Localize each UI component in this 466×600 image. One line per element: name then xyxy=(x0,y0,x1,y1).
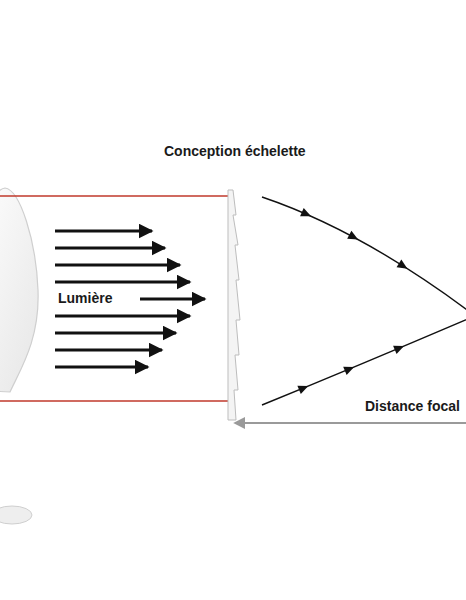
light-ray xyxy=(262,197,466,312)
ray-arrowheads xyxy=(297,208,409,394)
ray-arrowhead xyxy=(343,363,356,375)
light-arrows xyxy=(55,231,205,367)
ray-arrowhead xyxy=(397,260,410,273)
focal-arrow xyxy=(244,422,466,424)
ray-arrowhead xyxy=(297,382,310,394)
lamp-bulb xyxy=(0,188,38,392)
focal-label: Distance focal xyxy=(363,398,462,415)
beam-border xyxy=(0,195,230,197)
lamp-base xyxy=(0,506,32,524)
ray-arrowhead xyxy=(300,208,313,220)
fresnel-lens xyxy=(228,190,240,420)
ray-arrowhead xyxy=(393,342,406,354)
ray-arrowhead xyxy=(347,231,360,244)
light-label: Lumière xyxy=(56,290,114,307)
beam-border xyxy=(0,400,230,402)
diagram-title: Conception échelette xyxy=(162,143,308,160)
light-ray xyxy=(262,318,466,405)
